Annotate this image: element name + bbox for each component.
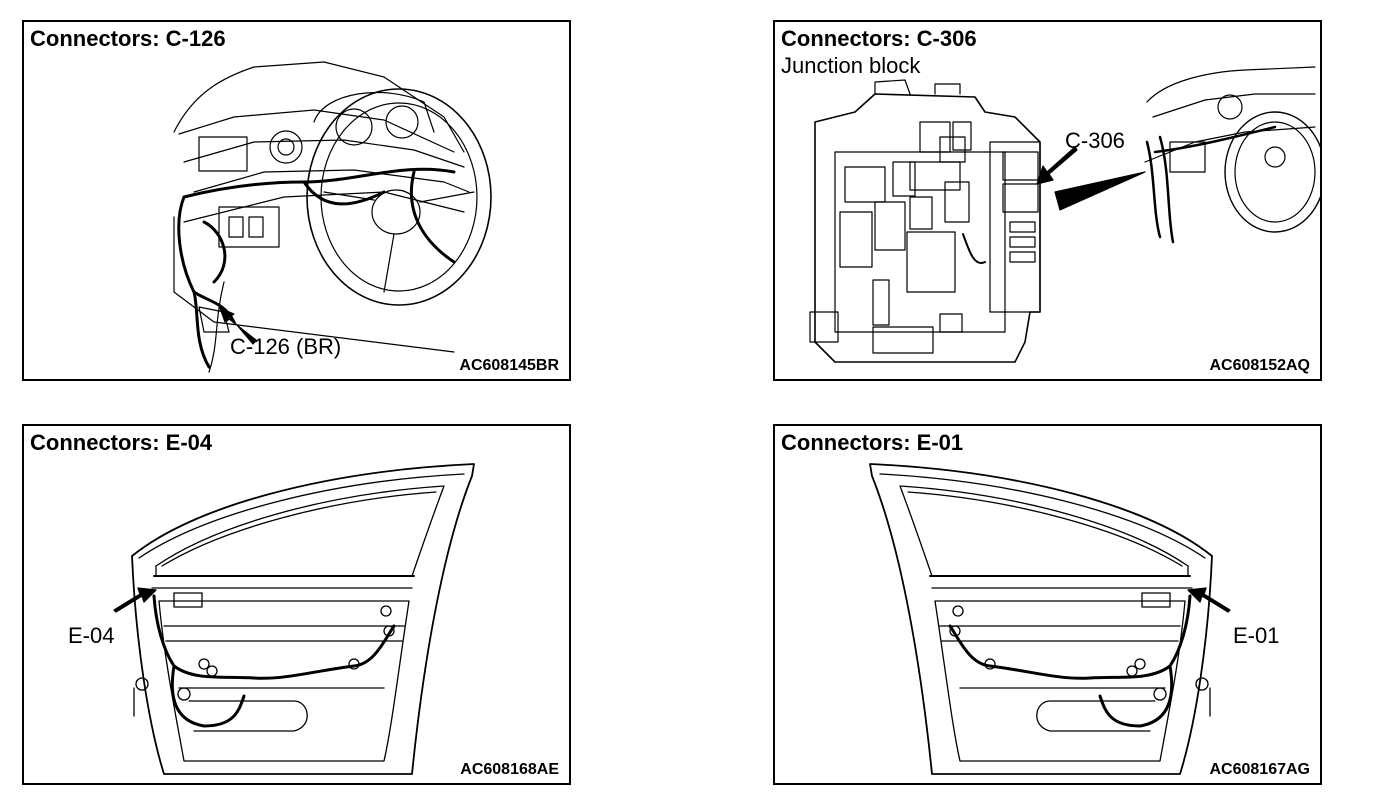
figure-code: AC608152AQ (1209, 357, 1311, 374)
figure-code: AC608167AG (1209, 761, 1311, 778)
panel-title: Connectors: C-306 (781, 26, 977, 51)
callout-arrow (1037, 147, 1077, 184)
diagram-panel-c126: Connectors: C-126 C-126 (BR) AC608145BR (22, 20, 571, 381)
connector-callout: E-01 (1233, 623, 1280, 648)
connector-callout: C-126 (BR) (230, 334, 342, 359)
callout-arrow (220, 308, 256, 344)
figure-code: AC608145BR (459, 357, 559, 374)
diagram-panel-e01: Connectors: E-01 E-01 AC608167AG (773, 424, 1322, 785)
panel-title: Connectors: E-04 (30, 430, 213, 455)
panel-title: Connectors: C-126 (30, 26, 226, 51)
door-illustration (24, 426, 569, 783)
junction-block-illustration (775, 22, 1320, 379)
connector-callout: E-04 (68, 623, 115, 648)
figure-code: AC608168AE (460, 761, 559, 778)
panel-subtitle: Junction block (781, 53, 921, 78)
connector-callout: C-306 (1065, 128, 1125, 153)
diagram-panel-c306: Connectors: C-306 Junction block C-306 A… (773, 20, 1322, 381)
callout-arrow (114, 588, 156, 612)
door-illustration (775, 426, 1320, 783)
diagram-panel-e04: Connectors: E-04 E-04 AC608168AE (22, 424, 571, 785)
panel-title: Connectors: E-01 (781, 430, 964, 455)
callout-arrow (1188, 588, 1230, 612)
dashboard-illustration (24, 22, 569, 379)
